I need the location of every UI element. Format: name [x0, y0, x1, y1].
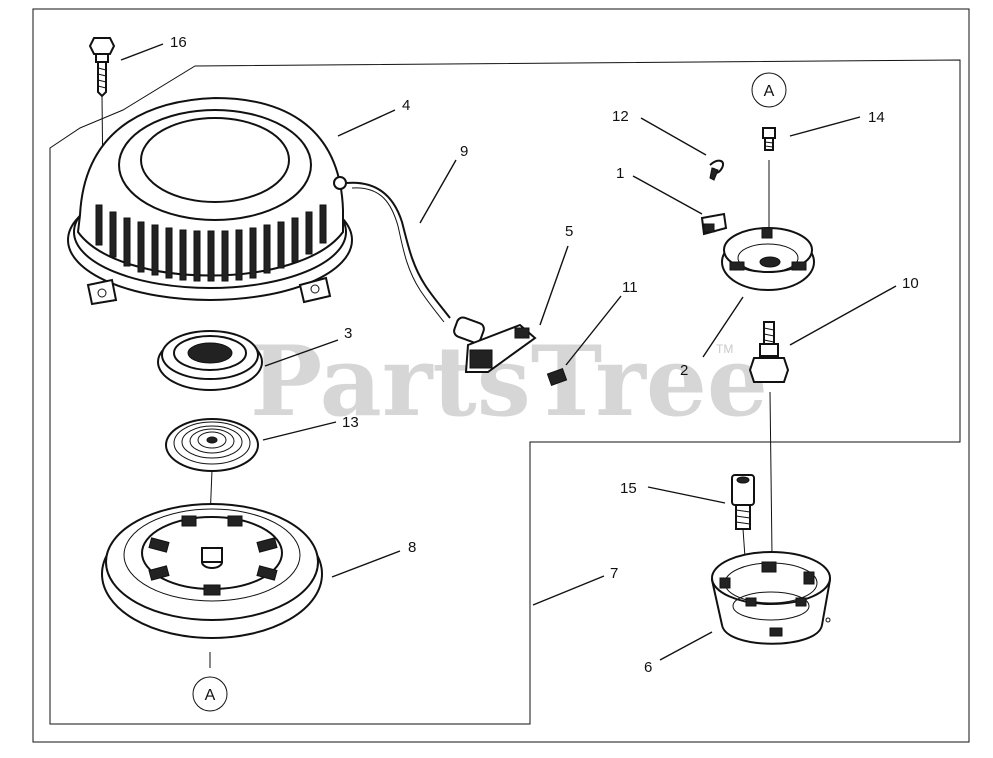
starter-cup-6: [710, 551, 832, 645]
rope-9: [345, 181, 451, 319]
label-4: 4: [402, 97, 410, 114]
spring-cover-3: [157, 330, 263, 391]
bolt-15: [731, 474, 755, 601]
label-2: 2: [680, 362, 688, 379]
pulley-8: [101, 503, 323, 668]
screw-14: [762, 127, 776, 240]
starter-housing-4: [67, 96, 353, 306]
label-16: 16: [170, 34, 187, 51]
svg-text:A: A: [764, 83, 775, 100]
part-number-labels: 16 4 9 5 11 3 13 8 7 12 1 14 2 10 15 6: [170, 34, 919, 676]
label-15: 15: [620, 480, 637, 497]
label-11: 11: [622, 279, 638, 296]
label-8: 8: [408, 539, 416, 556]
spring-clip-12: [709, 159, 724, 181]
label-3: 3: [344, 325, 352, 342]
assembly-boundary: [49, 59, 961, 725]
handle-5: [453, 316, 537, 373]
label-14: 14: [868, 109, 885, 126]
stud-10: [748, 321, 790, 556]
reference-marker-a-top: A: [751, 72, 787, 108]
label-10: 10: [902, 275, 919, 292]
label-12: 12: [612, 108, 629, 125]
label-6: 6: [644, 659, 652, 676]
svg-text:A: A: [205, 687, 216, 704]
leader-lines: [120, 43, 897, 661]
recoil-spring-13: [165, 418, 259, 521]
ratchet-2: [721, 227, 815, 291]
label-9: 9: [460, 143, 468, 160]
outer-frame: [32, 8, 970, 743]
watermark-trademark: TM: [716, 342, 733, 356]
label-7: 7: [610, 565, 618, 582]
reference-marker-a-bottom: A: [192, 676, 228, 712]
label-1: 1: [616, 165, 624, 182]
label-13: 13: [342, 414, 359, 431]
clip-11: [546, 367, 568, 387]
bolt-16: [88, 37, 116, 286]
label-5: 5: [565, 223, 573, 240]
pawl-1: [700, 212, 728, 236]
